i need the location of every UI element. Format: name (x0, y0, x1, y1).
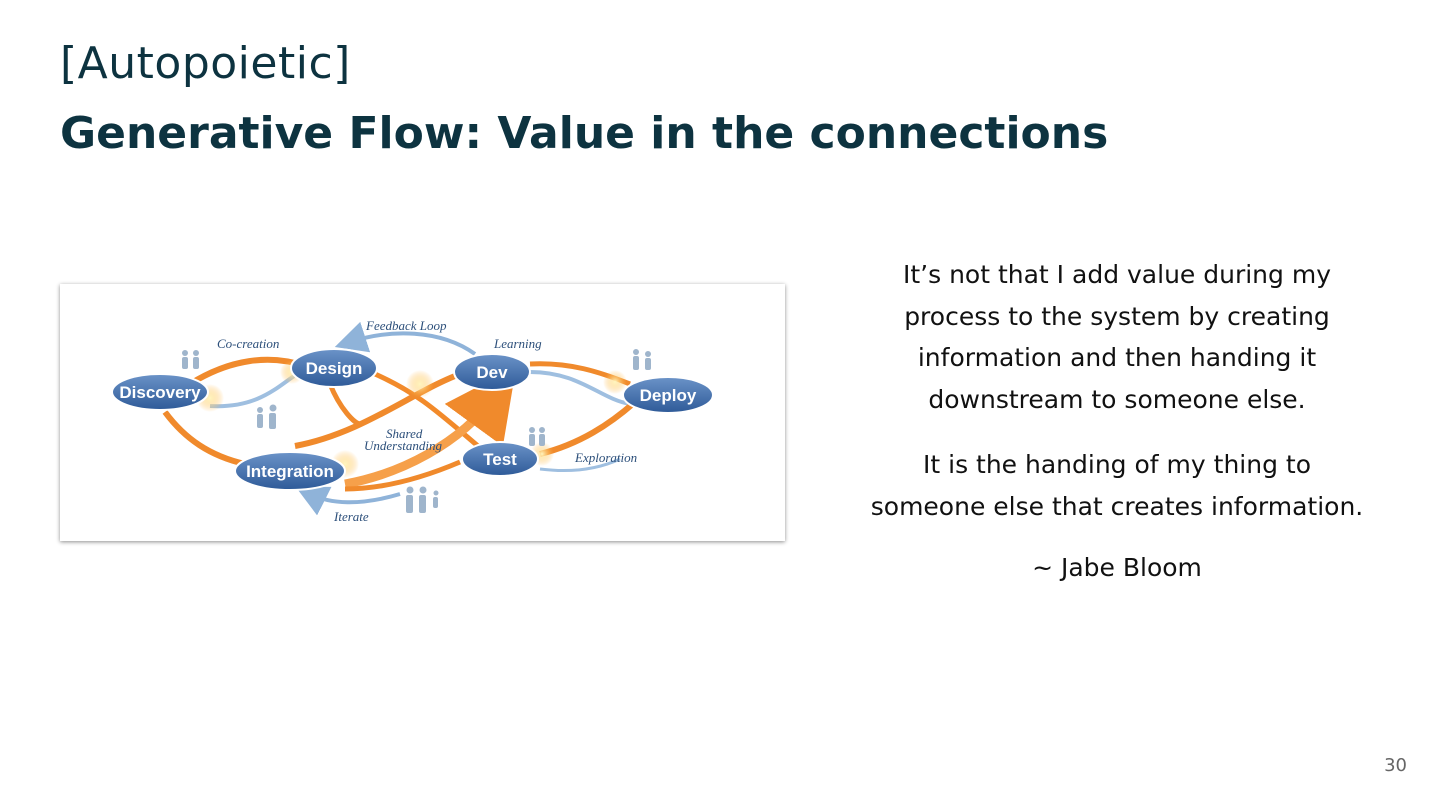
co-creation-label: Co-creation (217, 336, 279, 351)
people-icon-1 (182, 350, 199, 369)
discovery-node: Discovery (112, 374, 208, 410)
quote-block: It’s not that I add value during my proc… (870, 254, 1364, 613)
test-label: Test (483, 450, 517, 469)
people-icon-5 (406, 487, 439, 514)
feedback-loop-path (350, 333, 475, 354)
integration-label: Integration (246, 462, 334, 481)
people-icon-2 (257, 405, 277, 430)
learning-label: Learning (493, 336, 542, 351)
test-deploy-orange-path (540, 402, 635, 454)
discovery-label: Discovery (119, 383, 201, 402)
discovery-integration-orange-path (165, 412, 245, 464)
people-icon-4 (633, 349, 651, 370)
exploration-label: Exploration (574, 450, 637, 465)
slide-title: Generative Flow: Value in the connection… (60, 108, 1108, 159)
glow-3 (406, 370, 434, 398)
integration-node: Integration (235, 452, 345, 490)
understanding-label: Understanding (364, 438, 443, 453)
test-node: Test (462, 442, 538, 476)
slide-tag: [Autopoietic] (60, 38, 351, 89)
quote-attribution: ~ Jabe Bloom (870, 547, 1364, 589)
design-label: Design (306, 359, 363, 378)
quote-paragraph-1: It’s not that I add value during my proc… (870, 254, 1364, 420)
diagram-svg: Discovery Design Dev Deploy Integration … (60, 284, 785, 541)
design-node: Design (291, 349, 377, 387)
design-dev-orange-path (330, 384, 360, 424)
dev-label: Dev (476, 363, 508, 382)
iterate-label: Iterate (333, 509, 369, 524)
generative-flow-diagram: Discovery Design Dev Deploy Integration … (60, 284, 785, 541)
feedback-loop-label: Feedback Loop (365, 318, 447, 333)
dev-node: Dev (454, 354, 530, 390)
deploy-node: Deploy (623, 377, 713, 413)
iterate-path (310, 494, 400, 502)
quote-paragraph-2: It is the handing of my thing to someone… (870, 444, 1364, 527)
deploy-label: Deploy (640, 386, 697, 405)
page-number: 30 (1384, 755, 1407, 776)
